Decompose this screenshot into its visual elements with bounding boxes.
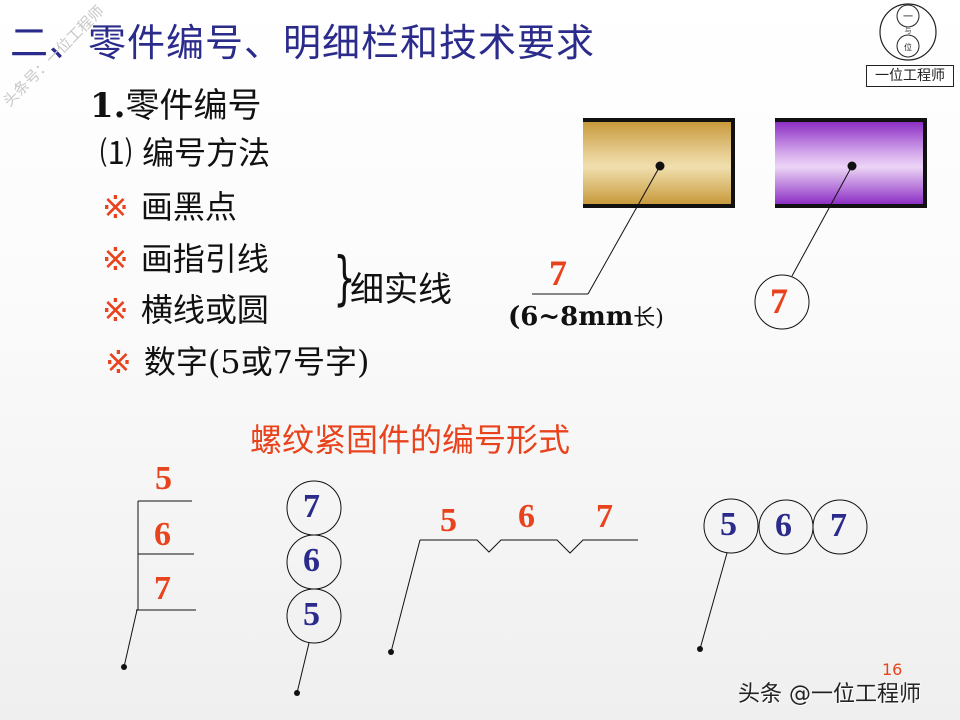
reference-mark-icon: ※ — [105, 343, 132, 381]
svg-text:与: 与 — [905, 27, 912, 35]
brace-icon: } — [333, 244, 356, 312]
row-circle-number: 5 — [720, 506, 737, 543]
stack-circle-number: 5 — [303, 596, 320, 633]
reference-mark-icon: ※ — [102, 291, 129, 329]
reference-mark-icon: ※ — [102, 240, 129, 278]
brace-note: 细实线 — [350, 270, 452, 310]
bullet-item: ※画黑点 — [102, 188, 237, 226]
footer-watermark: 头条 @一位工程师 — [738, 682, 921, 707]
svg-text:位: 位 — [904, 42, 912, 52]
stack-line-number: 7 — [154, 570, 171, 607]
svg-text:一: 一 — [903, 12, 913, 23]
stack-line-number: 5 — [155, 460, 172, 497]
fastener-subtitle: 螺纹紧固件的编号形式 — [250, 421, 571, 459]
heading-number: 1. — [90, 86, 126, 126]
bullet-item: ※数字(5或7号字) — [105, 343, 370, 381]
row-line-number: 5 — [440, 502, 457, 539]
stack-line-number: 6 — [154, 516, 171, 553]
heading-text: 零件编号 — [125, 86, 262, 126]
page-number: 16 — [882, 660, 903, 679]
stack-circle-number: 6 — [303, 542, 320, 579]
bullet-item: ※横线或圆 — [102, 291, 269, 329]
reference-mark-icon: ※ — [102, 188, 129, 226]
underline-number: 7 — [549, 253, 567, 293]
row-circle-number: 7 — [830, 507, 847, 544]
section-heading: 1.零件编号 — [90, 78, 262, 127]
sub-heading: ⑴ 编号方法 — [100, 134, 271, 172]
row-line-number: 7 — [596, 498, 613, 535]
row-line-number: 6 — [518, 498, 535, 535]
circle-number: 7 — [770, 281, 788, 321]
logo-label: 一位工程师 — [866, 65, 954, 87]
length-note: (6~8mm长) — [508, 302, 664, 332]
bullet-item: ※画指引线 — [102, 240, 269, 278]
slide-title: 二、零件编号、明细栏和技术要求 — [10, 21, 596, 65]
stack-circle-number: 7 — [303, 488, 320, 525]
row-circle-number: 6 — [775, 507, 792, 544]
logo-icon: 一 与 位 — [879, 3, 937, 61]
